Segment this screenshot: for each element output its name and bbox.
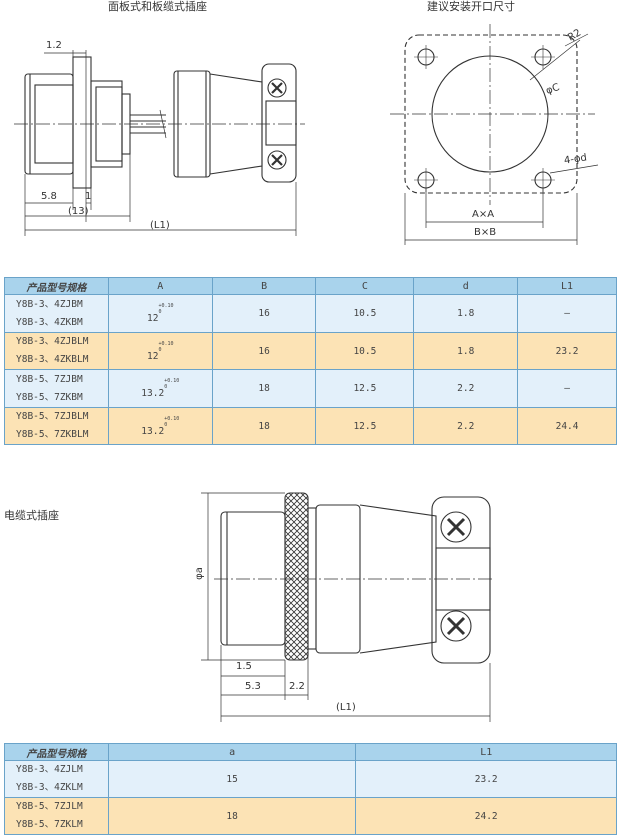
dim-5-8: 5.8 [41,191,57,202]
b-cell: 16 [211,294,317,333]
col-header: 产品型号规格 [4,277,109,295]
dim-13: (13) [68,206,89,217]
dim-l1: (L1) [150,220,170,231]
d-cell: 1.8 [413,332,519,370]
cutout-title: 建议安装开口尺寸 [427,0,515,13]
b-cell: 16 [211,332,317,370]
l1-cell: 24.2 [355,797,617,835]
col-header: a [107,743,357,761]
l1-cell: 23.2 [355,760,617,798]
panel-socket-title: 面板式和板缆式插座 [108,0,207,13]
d-cell: 2.2 [413,407,519,445]
dim-1-2: 1.2 [46,40,62,51]
a-cell: 15 [107,760,357,798]
col-header: 产品型号规格 [4,743,109,761]
c-cell: 12.5 [315,407,415,445]
dim-l1-cable: (L1) [336,702,356,713]
dim-1-5: 1.5 [236,661,252,672]
phi-a-label: φa [193,567,205,580]
cutout-drawing [390,24,599,245]
table-header-row: 产品型号规格 a L1 [4,743,617,761]
b-cell: 18 [211,369,317,408]
l1-cell: — [517,294,617,333]
panel-socket-drawing [14,50,305,236]
cable-socket-title: 电缆式插座 [4,509,59,522]
a-cell: 18 [107,797,357,835]
col-header: C [315,277,415,295]
dim-1: 1 [85,191,92,202]
dim-5-3: 5.3 [245,681,261,692]
c-cell: 10.5 [315,294,415,333]
d-cell: 2.2 [413,369,519,408]
col-header: L1 [355,743,617,761]
b-cell: 18 [211,407,317,445]
l1-cell: — [517,369,617,408]
axa-label: A×A [472,209,495,220]
l1-cell: 24.4 [517,407,617,445]
dim-2-2: 2.2 [289,681,305,692]
c-cell: 10.5 [315,332,415,370]
bxb-label: B×B [474,227,497,238]
c-cell: 12.5 [315,369,415,408]
